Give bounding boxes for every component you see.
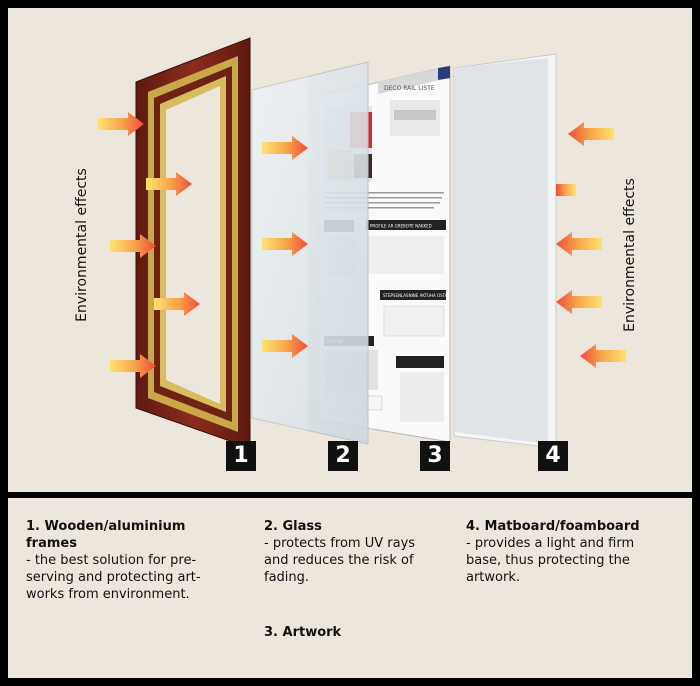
- caption-panel: 1. Wooden/aluminium frames - the best so…: [8, 498, 692, 678]
- caption-artwork: 3. Artwork: [264, 624, 434, 641]
- environmental-effects-right-label: Environmental effects: [622, 178, 638, 332]
- layer-number-2: 2: [328, 441, 358, 471]
- matboard-layer: [453, 53, 557, 449]
- arrow-right-icon: [98, 112, 144, 136]
- artwork-section-a: PROFILE AR GREBOTE NAKKED: [370, 224, 432, 229]
- environmental-effects-left-label: Environmental effects: [74, 168, 90, 322]
- layer-number-1: 1: [226, 441, 256, 471]
- arrow-left-icon: [580, 344, 626, 368]
- arrow-right-icon: [154, 292, 200, 316]
- artwork-header: DECO RAIL LISTE: [384, 85, 435, 92]
- arrow-left-icon: [556, 232, 602, 256]
- arrow-right-icon: [262, 334, 308, 358]
- arrow-left-icon: [556, 290, 602, 314]
- caption-matboard-description: - provides a light and firm base, thus p…: [466, 536, 635, 585]
- caption-frames: 1. Wooden/aluminium frames - the best so…: [26, 518, 216, 603]
- arrow-right-icon: [110, 354, 156, 378]
- frame-layer: [135, 37, 251, 449]
- caption-glass-description: - protects from UV rays and reduces the …: [264, 536, 416, 585]
- caption-frames-title: 1. Wooden/aluminium frames: [26, 519, 186, 551]
- arrow-right-icon: [110, 234, 156, 258]
- caption-artwork-title: 3. Artwork: [264, 625, 342, 640]
- caption-matboard: 4. Matboard/foamboard - provides a light…: [466, 518, 666, 586]
- caption-glass-title: 2. Glass: [264, 519, 322, 534]
- glass-layer: [251, 61, 369, 445]
- arrow-right-icon: [262, 232, 308, 256]
- arrow-right-icon: [262, 136, 308, 160]
- arrow-right-icon: [146, 172, 192, 196]
- incoming-arrows-right: [556, 122, 626, 368]
- layer-number-4: 4: [538, 441, 568, 471]
- layer-number-3: 3: [420, 441, 450, 471]
- artwork-section-b: STEPSENLASNINE AKTUHA OSTA: [383, 293, 448, 298]
- caption-matboard-title: 4. Matboard/foamboard: [466, 519, 640, 534]
- diagram-panel: DECO RAIL LISTE PROFILE AR GREBOTE NAKKE…: [8, 8, 692, 492]
- caption-glass: 2. Glass - protects from UV rays and red…: [264, 518, 434, 586]
- caption-frames-description: - the best solution for pre-serving and …: [26, 553, 201, 602]
- incoming-arrows-left: [98, 112, 308, 378]
- arrow-tail-partial: [556, 184, 576, 196]
- arrow-left-icon: [568, 122, 614, 146]
- layers-diagram: DECO RAIL LISTE PROFILE AR GREBOTE NAKKE…: [98, 37, 626, 449]
